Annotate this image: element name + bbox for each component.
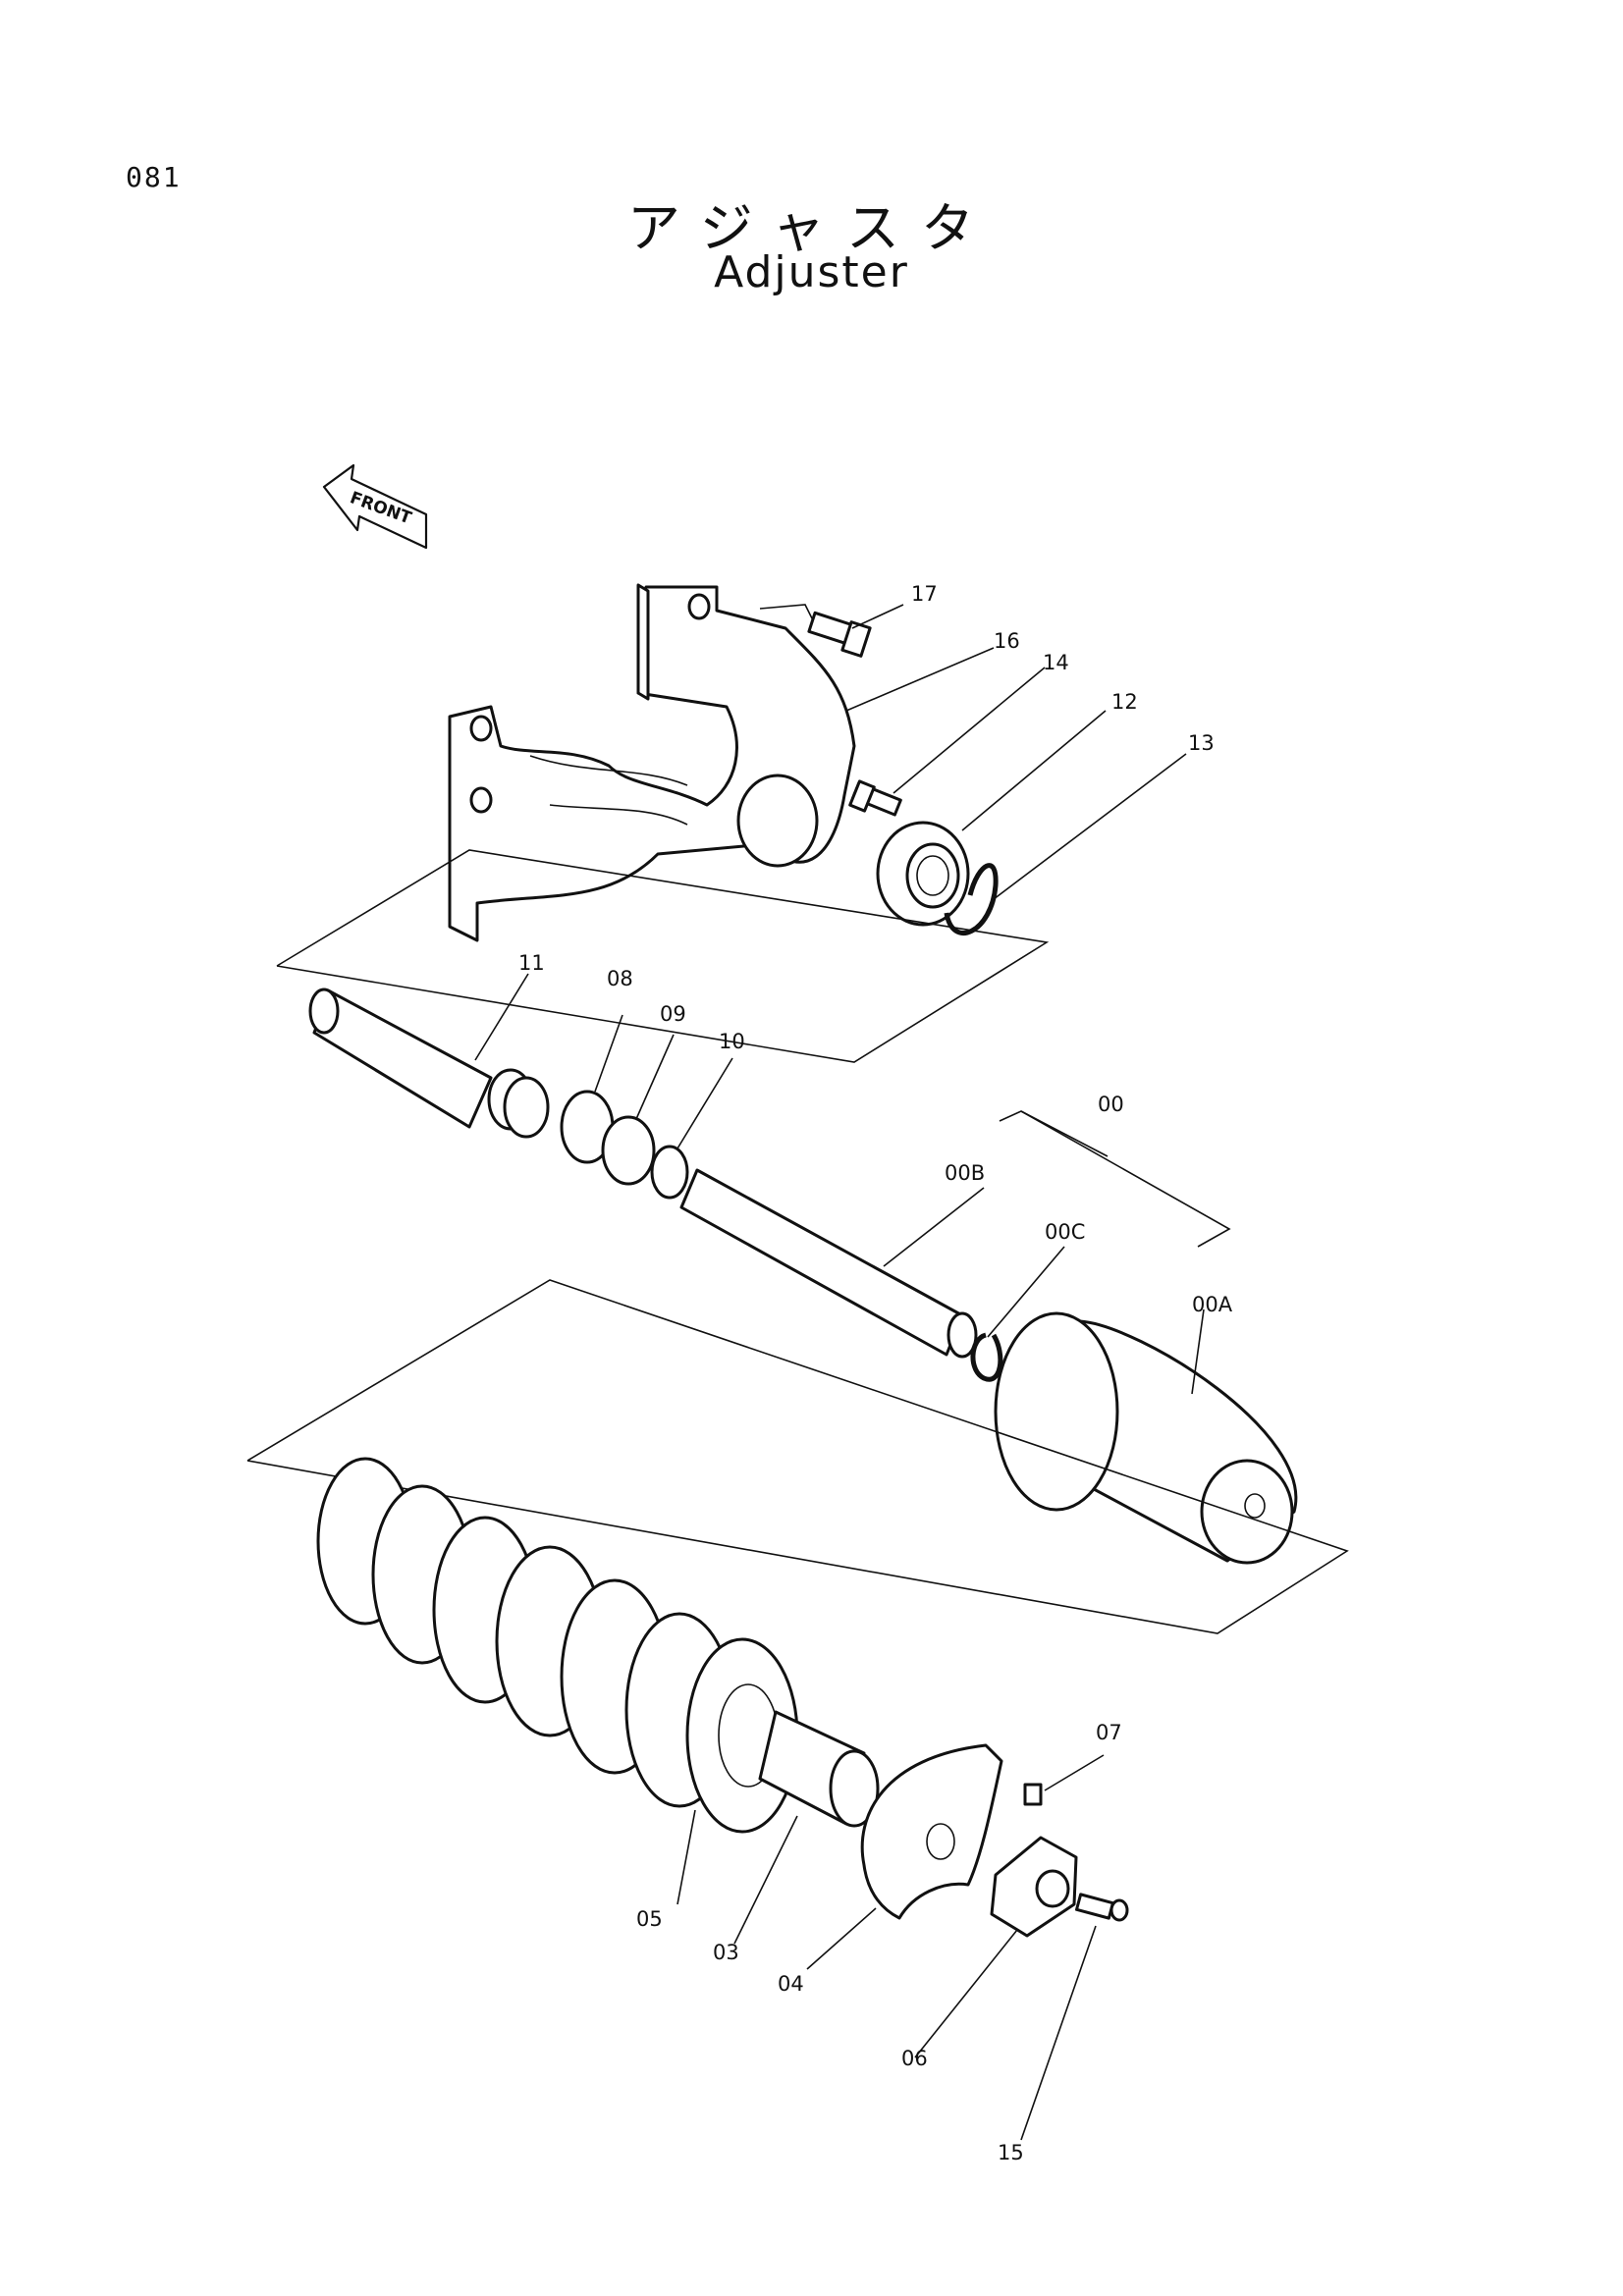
callout-00C: 00C	[1045, 1220, 1085, 1244]
callout-08: 08	[607, 967, 633, 990]
frame-lower	[246, 1279, 1349, 1634]
snap-ring-00C	[970, 1332, 1003, 1382]
rod-11	[308, 988, 550, 1139]
callout-06: 06	[901, 2047, 928, 2070]
callout-13: 13	[1188, 731, 1215, 755]
cylinder-00A	[994, 1311, 1298, 1565]
flange-12	[876, 821, 970, 927]
callout-11: 11	[518, 951, 545, 975]
group-bracket-00	[999, 1110, 1231, 1248]
block-06	[990, 1836, 1078, 1938]
frame-upper	[276, 849, 1050, 1063]
callout-03: 03	[713, 1941, 739, 1964]
callout-15: 15	[998, 2141, 1024, 2164]
snap-ring-13	[944, 863, 999, 935]
bolt-17	[807, 611, 872, 658]
front-label: FRONT	[348, 488, 414, 528]
plug-07	[1023, 1783, 1043, 1806]
ring-09	[601, 1115, 656, 1186]
title-japanese: アジャスタ	[626, 197, 997, 259]
cylinder-rod-00B	[679, 1168, 978, 1359]
callout-00B: 00B	[945, 1161, 985, 1185]
callout-14: 14	[1043, 651, 1069, 674]
front-arrow-icon: FRONT	[322, 463, 428, 550]
plate-04	[860, 1743, 1003, 1920]
page-number: 081	[126, 161, 182, 193]
bracket-part	[448, 583, 856, 942]
callout-05: 05	[636, 1907, 663, 1931]
callout-00A: 00A	[1192, 1293, 1233, 1316]
grease-fitting-15	[1075, 1893, 1129, 1922]
callout-04: 04	[778, 1972, 804, 1996]
callout-12: 12	[1111, 690, 1138, 714]
spring-05	[316, 1457, 799, 1834]
tube-03	[758, 1710, 880, 1828]
callout-16: 16	[994, 629, 1020, 653]
leader-lines	[474, 604, 1205, 2141]
bolt-14	[848, 779, 902, 817]
ring-10	[650, 1145, 689, 1200]
title-english: Adjuster	[714, 247, 909, 297]
callout-10: 10	[719, 1030, 745, 1053]
callout-09: 09	[660, 1002, 686, 1026]
callout-17: 17	[911, 582, 938, 606]
callout-00: 00	[1098, 1093, 1124, 1116]
callout-07: 07	[1096, 1721, 1122, 1744]
